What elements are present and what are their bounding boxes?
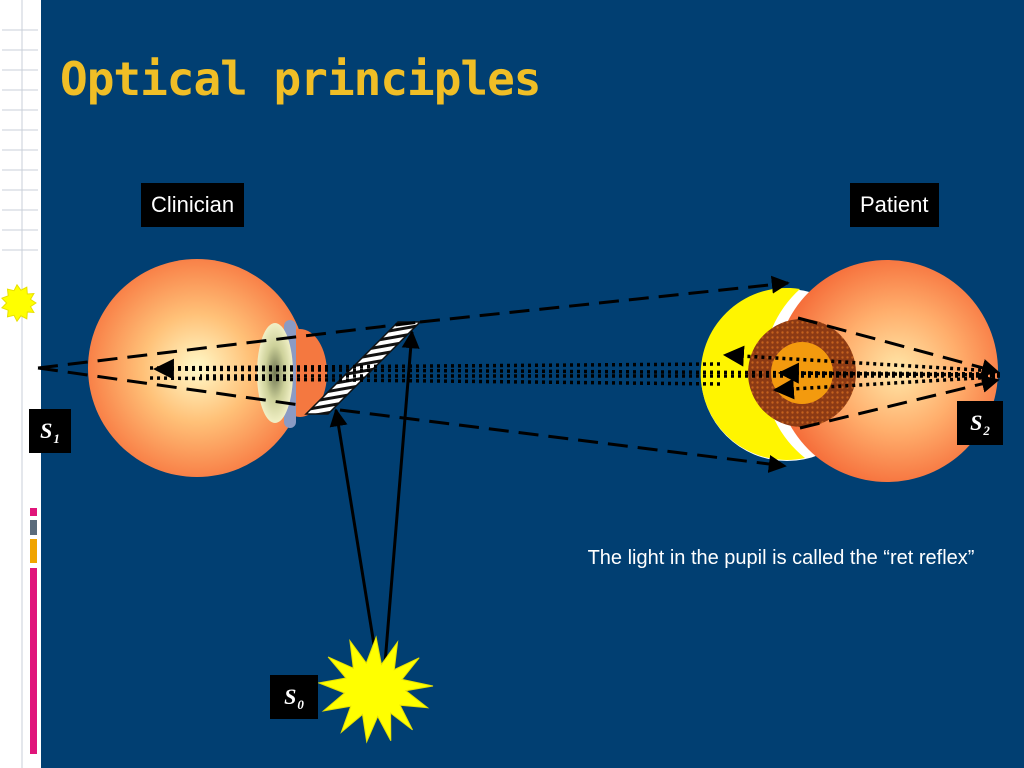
accent-bar-1 xyxy=(30,508,37,516)
source-s1-subscript: 1 xyxy=(53,431,60,446)
source-s2-label: S2 xyxy=(957,401,1003,445)
source-s0-letter: S xyxy=(284,684,297,709)
source-s2-subscript: 2 xyxy=(983,423,990,438)
accent-bar-4 xyxy=(30,568,37,754)
accent-bar-2 xyxy=(30,520,37,535)
ret-reflex-caption: The light in the pupil is called the “re… xyxy=(587,547,975,569)
dotted-rays xyxy=(149,345,1001,400)
small-sun-icon xyxy=(1,283,37,323)
source-s0-label: S0 xyxy=(270,675,318,719)
accent-bar-3 xyxy=(30,539,37,563)
source-s0-subscript: 0 xyxy=(297,697,304,712)
dashed-rays xyxy=(37,275,1000,473)
source-s2-letter: S xyxy=(970,410,983,435)
large-sun-icon xyxy=(316,635,434,744)
source-s1-letter: S xyxy=(40,418,53,443)
slide-title: Optical principles xyxy=(60,52,541,106)
source-rays xyxy=(329,330,420,689)
left-edge-decoration xyxy=(2,0,38,768)
patient-label: Patient xyxy=(850,183,939,227)
source-s1-label: S1 xyxy=(29,409,71,453)
clinician-eye-icon xyxy=(88,259,327,477)
clinician-label: Clinician xyxy=(141,183,245,227)
